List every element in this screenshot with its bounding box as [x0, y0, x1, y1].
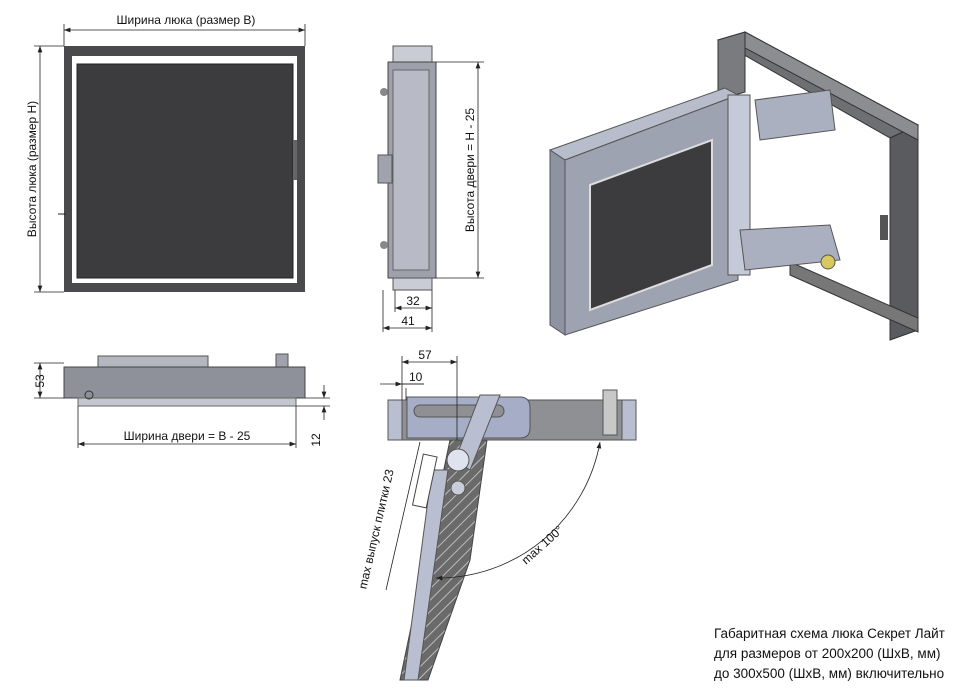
dim-12: 12 — [309, 433, 323, 447]
side-view: Высота двери = Н - 25 32 41 — [377, 45, 484, 332]
angle-label: max 100° — [519, 523, 566, 568]
dim-41: 41 — [401, 314, 415, 328]
caption-line-2: для размеров от 200х200 (ШхВ, мм) — [714, 646, 941, 661]
dim-57: 57 — [418, 348, 432, 362]
section-view: 57 10 max выпуск плитки 23 max 100° — [356, 348, 637, 681]
dim-10: 10 — [409, 370, 423, 384]
bottom-view: 53 Ширина двери = В - 25 12 — [33, 353, 330, 448]
hatch-width-label: Ширина люка (размер В) — [117, 13, 256, 27]
caption-line-3: до 300х500 (ШхВ, мм) включительно — [714, 666, 945, 681]
door-width-label: Ширина двери = В - 25 — [124, 429, 251, 443]
caption-line-1: Габаритная схема люка Секрет Лайт — [714, 626, 945, 641]
isometric-view — [548, 31, 920, 341]
front-view: Ширина люка (размер В) Высота люка (разм… — [25, 13, 306, 293]
door-panel — [76, 63, 294, 279]
hatch-height-label: Высота люка (размер Н) — [25, 101, 39, 237]
drawing-caption: Габаритная схема люка Секрет Лайт для ра… — [714, 624, 945, 684]
dim-53: 53 — [33, 374, 47, 388]
dim-32: 32 — [406, 294, 420, 308]
door-height-label: Высота двери = Н - 25 — [463, 108, 477, 233]
isometric-door-panel — [589, 138, 713, 312]
